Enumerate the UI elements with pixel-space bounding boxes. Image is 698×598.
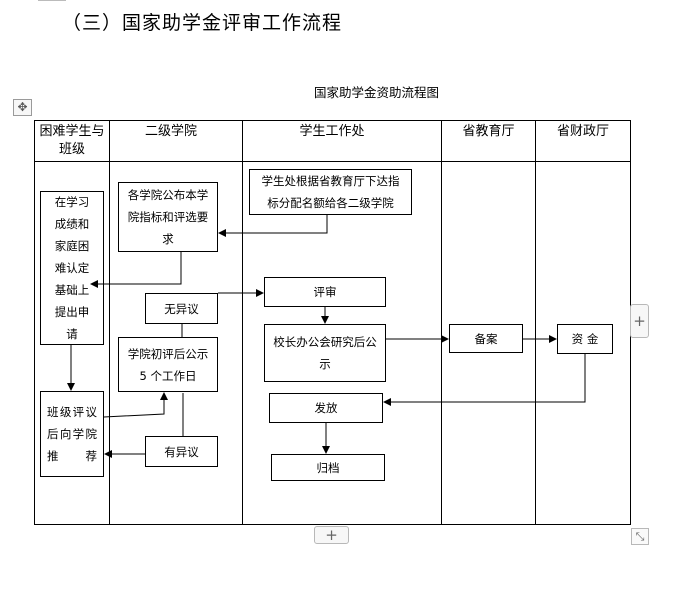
move-arrows-icon[interactable]: ✥ [13, 99, 32, 116]
node-initial-review: 学院初评后公示 5 个工作日 [118, 337, 218, 392]
chart-title: 国家助学金资助流程图 [314, 85, 440, 100]
node-allocate: 学生处根据省教育厅下达指标分配名额给各二级学院 [249, 169, 412, 215]
node-issue: 发放 [269, 393, 383, 423]
column-header-students: 困难学生与班级 [39, 124, 105, 157]
column-header-student-affairs: 学生工作处 [299, 124, 365, 139]
resize-diagonal-icon[interactable]: ⤡ [631, 528, 649, 545]
node-class-review: 班级评议后向学院推荐 [40, 391, 104, 477]
node-office-meeting: 校长办公会研究后公示 [264, 324, 386, 382]
arrow-allocate-to-publish [218, 215, 328, 237]
column-divider [109, 120, 110, 525]
node-review: 评审 [264, 277, 386, 307]
column-divider [242, 120, 243, 525]
column-divider [441, 120, 442, 525]
column-header-provincial-education: 省教育厅 [462, 124, 515, 139]
add-row-button[interactable]: + [314, 526, 349, 544]
node-has-objection: 有异议 [145, 436, 218, 467]
node-publish-quota: 各学院公布本学院指标和评选要求 [118, 182, 218, 252]
header-divider [34, 161, 631, 162]
arrow-class-review-to-initial-review [103, 392, 168, 418]
top-rule [38, 0, 66, 1]
column-divider [535, 120, 536, 525]
add-column-button[interactable]: + [630, 304, 649, 338]
table-border-top [34, 120, 631, 121]
arrow-publish-to-apply [90, 252, 182, 288]
table-border-left [34, 120, 35, 525]
column-header-provincial-finance: 省财政厅 [556, 124, 609, 139]
section-heading: （三）国家助学金评审工作流程 [62, 12, 343, 34]
column-header-college: 二级学院 [144, 124, 197, 139]
node-archive: 归档 [271, 454, 385, 481]
arrow-funds-to-issue [383, 354, 586, 406]
node-filing: 备案 [449, 324, 523, 353]
node-funds: 资 金 [557, 324, 613, 354]
node-no-objection: 无异议 [145, 293, 218, 324]
node-apply: 在学习成绩和家庭困难认定基础上提出申请 [40, 191, 104, 345]
table-border-bottom [34, 524, 631, 525]
